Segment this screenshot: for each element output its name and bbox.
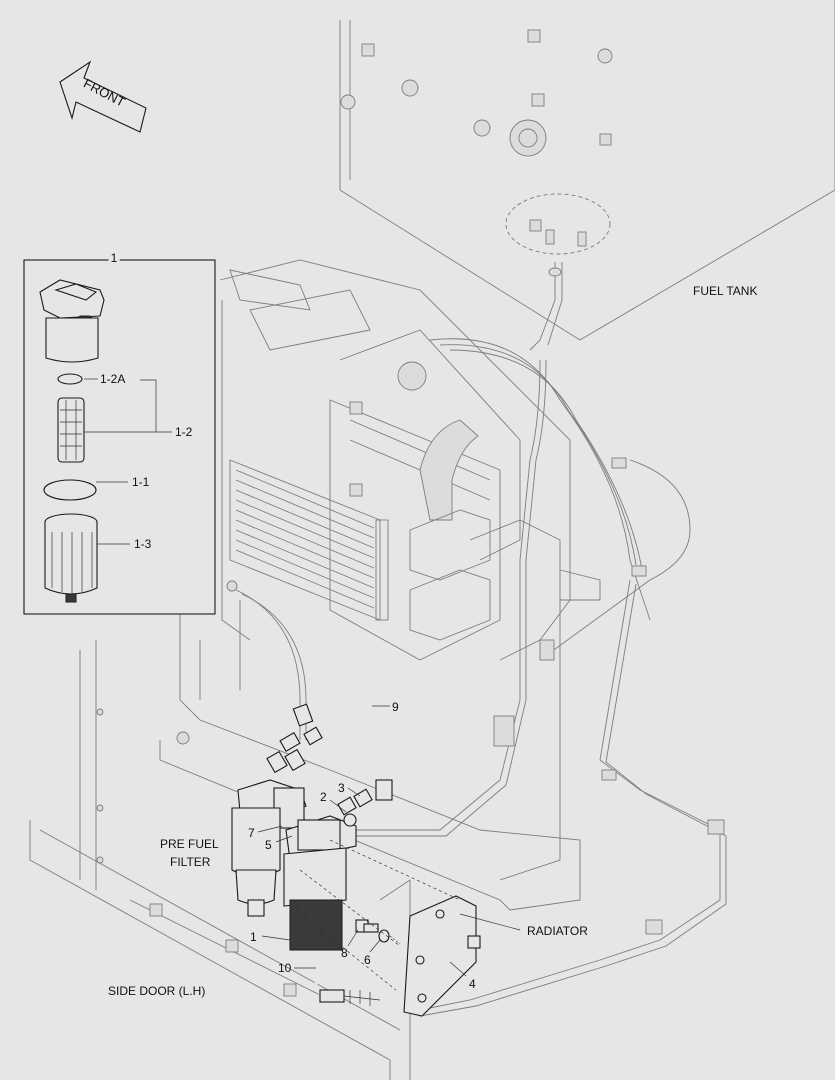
radiator-label: RADIATOR — [527, 924, 588, 938]
callout-3: 3 — [338, 781, 345, 795]
side-door-outline — [29, 640, 411, 1080]
callout-6: 6 — [364, 953, 371, 967]
callout-4: 4 — [469, 977, 476, 991]
callout-5: 5 — [265, 838, 272, 852]
fuel-return-lines — [340, 338, 727, 1017]
inset-callout-1-2: 1-2 — [175, 425, 193, 439]
callout-7: 7 — [248, 826, 255, 840]
radiator-assembly-outline — [159, 259, 601, 911]
pre-fuel-filter-label-line2: FILTER — [170, 855, 211, 869]
fuel-filter-assembly — [231, 685, 481, 1017]
inset-callout-1-2a: 1-2A — [100, 372, 125, 386]
inset-callout-1-3: 1-3 — [134, 537, 152, 551]
callout-10: 10 — [278, 961, 292, 975]
fuel-tank-outline — [339, 0, 835, 351]
inset-callout-1-1: 1-1 — [132, 475, 150, 489]
side-door-label: SIDE DOOR (L.H) — [108, 984, 205, 998]
callout-1: 1 — [250, 930, 257, 944]
front-direction-arrow: FRONT — [59, 60, 147, 133]
pre-fuel-filter-label-line1: PRE FUEL — [160, 837, 219, 851]
fuel-tank-label: FUEL TANK — [693, 284, 757, 298]
inset-title: 1 — [111, 251, 118, 265]
callout-9: 9 — [392, 700, 399, 714]
callout-2: 2 — [320, 790, 327, 804]
callout-leaders — [257, 705, 521, 977]
filter-inset: 1 1-2A 1-2 1-1 1-3 — [23, 248, 216, 615]
callout-8: 8 — [341, 946, 348, 960]
